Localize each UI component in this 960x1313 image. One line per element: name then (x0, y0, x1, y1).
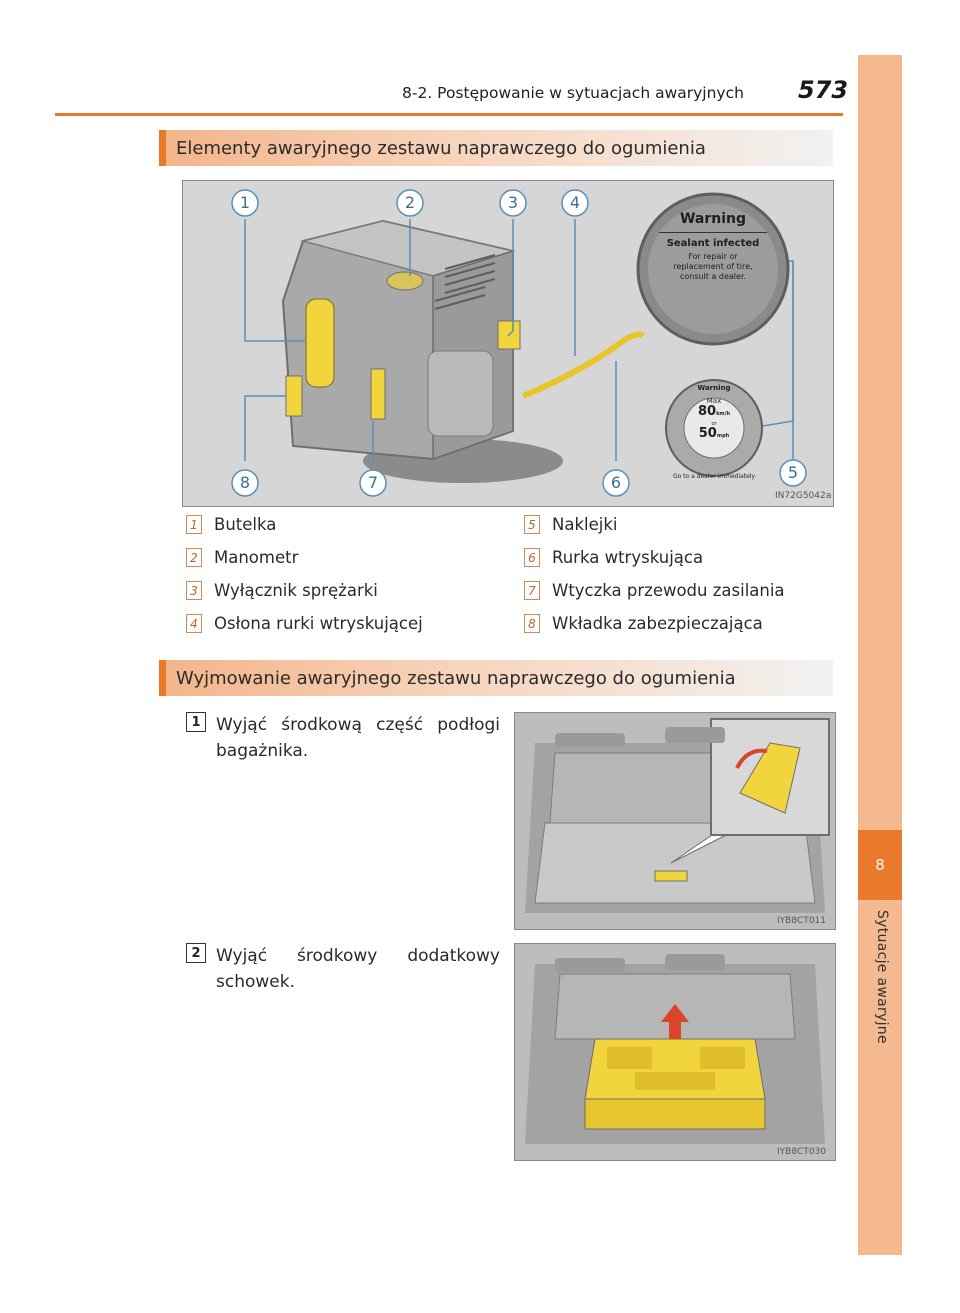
legend-number: 7 (524, 581, 540, 600)
legend-number: 8 (524, 614, 540, 633)
step-number: 1 (186, 712, 206, 732)
callout-2: 2 (404, 193, 416, 212)
header-rule (55, 113, 843, 116)
legend-item: 8 Wkładka zabezpieczająca (524, 614, 763, 633)
legend-label: Wyłącznik sprężarki (214, 581, 378, 600)
speed-sticker-kmh-unit: km/h (716, 411, 730, 417)
section-heading-removal: Wyjmowanie awaryjnego zestawu naprawczeg… (159, 660, 833, 696)
page-number: 573 (798, 76, 849, 104)
warning-sticker-line2: For repair or (688, 252, 738, 261)
legend-number: 5 (524, 515, 540, 534)
legend-number: 2 (186, 548, 202, 567)
speed-sticker-mph-unit: mph (716, 433, 730, 439)
trunk-floor-illustration (515, 713, 835, 929)
warning-sticker-line1: Sealant infected (666, 238, 760, 249)
warning-sticker: Warning Sealant infected For repair or r… (653, 211, 773, 282)
section-title: Wyjmowanie awaryjnego zestawu naprawczeg… (176, 667, 736, 689)
legend-item: 2 Manometr (186, 548, 298, 567)
legend-item: 3 Wyłącznik sprężarki (186, 581, 378, 600)
legend-item: 7 Wtyczka przewodu zasilania (524, 581, 785, 600)
legend-label: Naklejki (552, 515, 618, 534)
chapter-side-tab (858, 55, 902, 1255)
legend-label: Wtyczka przewodu zasilania (552, 581, 785, 600)
speed-sticker-top: Warning (697, 384, 731, 392)
speed-sticker-or: or (711, 421, 717, 427)
speed-sticker-kmh: 80 (697, 404, 717, 419)
legend-number: 4 (186, 614, 202, 633)
legend-item: 5 Naklejki (524, 515, 617, 534)
callout-8: 8 (239, 473, 251, 492)
callout-1: 1 (239, 193, 251, 212)
legend-item: 1 Butelka (186, 515, 276, 534)
repair-kit-illustration (231, 189, 807, 497)
chapter-label: Sytuacje awaryjne (874, 910, 890, 1044)
figure-code: IN72G5042a (775, 491, 832, 501)
speed-sticker-max: Max (706, 397, 722, 405)
warning-sticker-line3: replacement of tire, (673, 262, 753, 271)
figure-code: IYB8CT030 (777, 1147, 827, 1157)
running-head: 8-2. Postępowanie w sytuacjach awaryjnyc… (402, 84, 744, 102)
callout-4: 4 (569, 193, 581, 212)
step-text: Wyjąć środkowy dodatkowy schowek. (216, 946, 500, 992)
section-heading-components: Elementy awaryjnego zestawu naprawczego … (159, 130, 833, 166)
legend-label: Osłona rurki wtryskującej (214, 614, 423, 633)
legend-item: 6 Rurka wtryskująca (524, 548, 703, 567)
callout-5: 5 (787, 463, 799, 482)
legend-label: Rurka wtryskująca (552, 548, 704, 567)
legend-label: Wkładka zabezpieczająca (552, 614, 763, 633)
legend-label: Manometr (214, 548, 299, 567)
legend-number: 1 (186, 515, 202, 534)
chapter-number: 8 (858, 830, 902, 900)
speed-sticker-bottom: Go to a dealer immediately (672, 473, 756, 480)
storage-tray-figure: IYB8CT030 (514, 943, 836, 1161)
figure-code: IYB8CT011 (777, 916, 827, 926)
repair-kit-figure: 1 2 3 4 5 6 7 8 Warning Sealant infected… (182, 180, 834, 507)
legend-label: Butelka (214, 515, 277, 534)
trunk-floor-figure: IYB8CT011 (514, 712, 836, 930)
legend-item: 4 Osłona rurki wtryskującej (186, 614, 423, 633)
callout-3: 3 (507, 193, 519, 212)
storage-tray-illustration (515, 944, 835, 1160)
warning-sticker-line4: consult a dealer. (679, 272, 747, 281)
section-title: Elementy awaryjnego zestawu naprawczego … (176, 137, 706, 159)
speed-sticker: Warning Max 80km/h or 50mph (684, 384, 744, 443)
step-number: 2 (186, 943, 206, 963)
callout-6: 6 (610, 473, 622, 492)
warning-sticker-title: Warning (679, 211, 747, 227)
legend-number: 6 (524, 548, 540, 567)
step-text: Wyjąć środkową część podłogi bagażnika. (216, 715, 500, 761)
legend-number: 3 (186, 581, 202, 600)
callout-7: 7 (367, 473, 379, 492)
speed-sticker-mph: 50 (698, 426, 717, 441)
